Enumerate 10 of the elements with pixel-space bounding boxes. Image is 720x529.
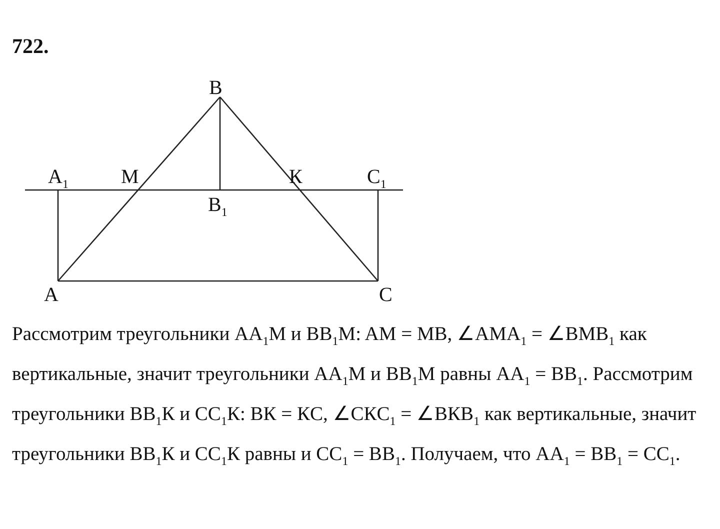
point-label: C [379,285,392,305]
point-label: B [209,78,222,98]
point-label: C$_{1}$ [367,167,386,190]
point-label: M [121,167,139,187]
point-label: A [44,285,58,305]
point-label: B$_{1}$ [208,195,228,218]
point-label: К [289,167,302,187]
solution-text: Рассмотрим треугольники AA$_{1}$M и BB$_{1}$M: AM = MB, ∠AMA$_{1}$ = ∠BMB$_{1}$ как вертикальные, значит треугольники AA$_{1}$M и BB$_{1}$M равны AA$_{1}$ = BB$_{1}$. Рассмотрим треугольники BB$_{1}$К и CC$_{1}$К: BК = КC, ∠CКC$_{1}$ = ∠BКB$_{1}$ как вертикальные, значит треугольники BB$_{1}$К и CC$_{1}$К равны и CC$_{1}$ = BB$_{1}$. Получаем, что AA$_{1}$ = BB$_{1}$ = CC$_{1}$. [12,323,698,470]
problem-number: 722. [12,34,49,59]
point-label: A$_{1}$ [48,167,68,190]
